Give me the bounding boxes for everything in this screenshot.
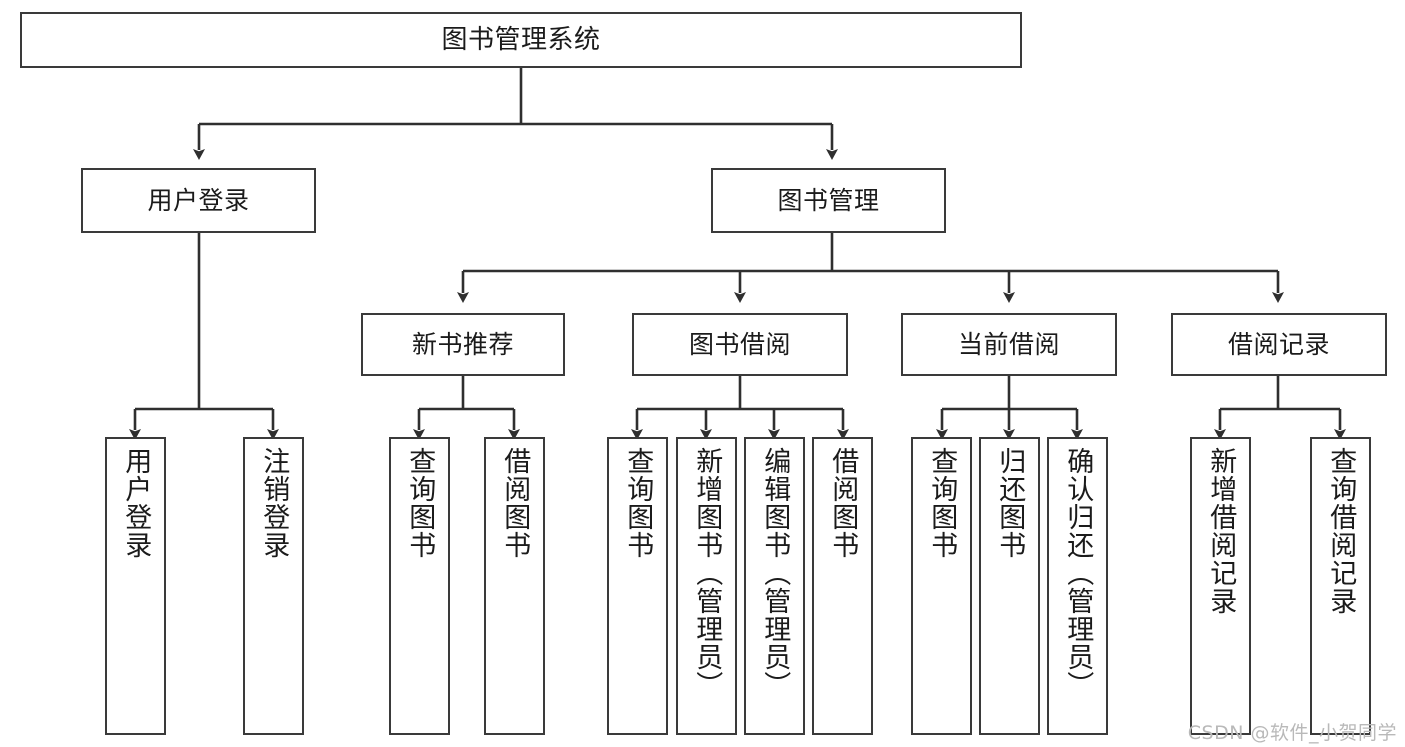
node-leaf-return-book[interactable]: 归还图书 bbox=[979, 437, 1040, 735]
node-leaf-add-book-label: 新增图书（管理员） bbox=[691, 447, 723, 699]
node-leaf-user-login[interactable]: 用户登录 bbox=[105, 437, 166, 735]
node-book-borrow-label: 图书借阅 bbox=[688, 329, 791, 359]
node-leaf-query-book-1-label: 查询图书 bbox=[404, 447, 436, 559]
node-book-manage-label: 图书管理 bbox=[777, 185, 880, 215]
node-leaf-query-record[interactable]: 查询借阅记录 bbox=[1310, 437, 1371, 735]
node-borrow-record[interactable]: 借阅记录 bbox=[1171, 313, 1387, 376]
node-user-login[interactable]: 用户登录 bbox=[81, 168, 316, 233]
node-leaf-borrow-book-2-label: 借阅图书 bbox=[827, 447, 859, 559]
node-leaf-query-book-1[interactable]: 查询图书 bbox=[389, 437, 450, 735]
node-root-label: 图书管理系统 bbox=[441, 24, 601, 55]
node-leaf-query-record-label: 查询借阅记录 bbox=[1325, 447, 1357, 615]
node-leaf-confirm-return-label: 确认归还（管理员） bbox=[1062, 447, 1094, 699]
node-leaf-logout-login[interactable]: 注销登录 bbox=[243, 437, 304, 735]
node-leaf-edit-book[interactable]: 编辑图书（管理员） bbox=[744, 437, 805, 735]
node-borrow-record-label: 借阅记录 bbox=[1227, 329, 1330, 359]
node-leaf-borrow-book-1[interactable]: 借阅图书 bbox=[484, 437, 545, 735]
node-leaf-return-book-label: 归还图书 bbox=[994, 447, 1026, 559]
node-new-book-recommend-label: 新书推荐 bbox=[411, 329, 514, 359]
node-leaf-query-book-2[interactable]: 查询图书 bbox=[607, 437, 668, 735]
node-leaf-add-book[interactable]: 新增图书（管理员） bbox=[676, 437, 737, 735]
node-leaf-borrow-book-1-label: 借阅图书 bbox=[499, 447, 531, 559]
node-leaf-borrow-book-2[interactable]: 借阅图书 bbox=[812, 437, 873, 735]
node-new-book-recommend[interactable]: 新书推荐 bbox=[361, 313, 565, 376]
node-leaf-add-record[interactable]: 新增借阅记录 bbox=[1190, 437, 1251, 735]
node-current-borrow[interactable]: 当前借阅 bbox=[901, 313, 1117, 376]
watermark: CSDN @软件_小贺同学 bbox=[1187, 722, 1397, 744]
node-leaf-add-record-label: 新增借阅记录 bbox=[1205, 447, 1237, 615]
node-leaf-query-book-3-label: 查询图书 bbox=[926, 447, 958, 559]
node-user-login-label: 用户登录 bbox=[147, 185, 250, 215]
node-leaf-logout-login-label: 注销登录 bbox=[258, 447, 290, 559]
node-leaf-user-login-label: 用户登录 bbox=[120, 447, 152, 559]
node-book-borrow[interactable]: 图书借阅 bbox=[632, 313, 848, 376]
node-leaf-edit-book-label: 编辑图书（管理员） bbox=[759, 447, 791, 699]
node-leaf-query-book-3[interactable]: 查询图书 bbox=[911, 437, 972, 735]
node-current-borrow-label: 当前借阅 bbox=[957, 329, 1060, 359]
node-leaf-query-book-2-label: 查询图书 bbox=[622, 447, 654, 559]
node-leaf-confirm-return[interactable]: 确认归还（管理员） bbox=[1047, 437, 1108, 735]
node-book-manage[interactable]: 图书管理 bbox=[711, 168, 946, 233]
node-root[interactable]: 图书管理系统 bbox=[20, 12, 1022, 68]
